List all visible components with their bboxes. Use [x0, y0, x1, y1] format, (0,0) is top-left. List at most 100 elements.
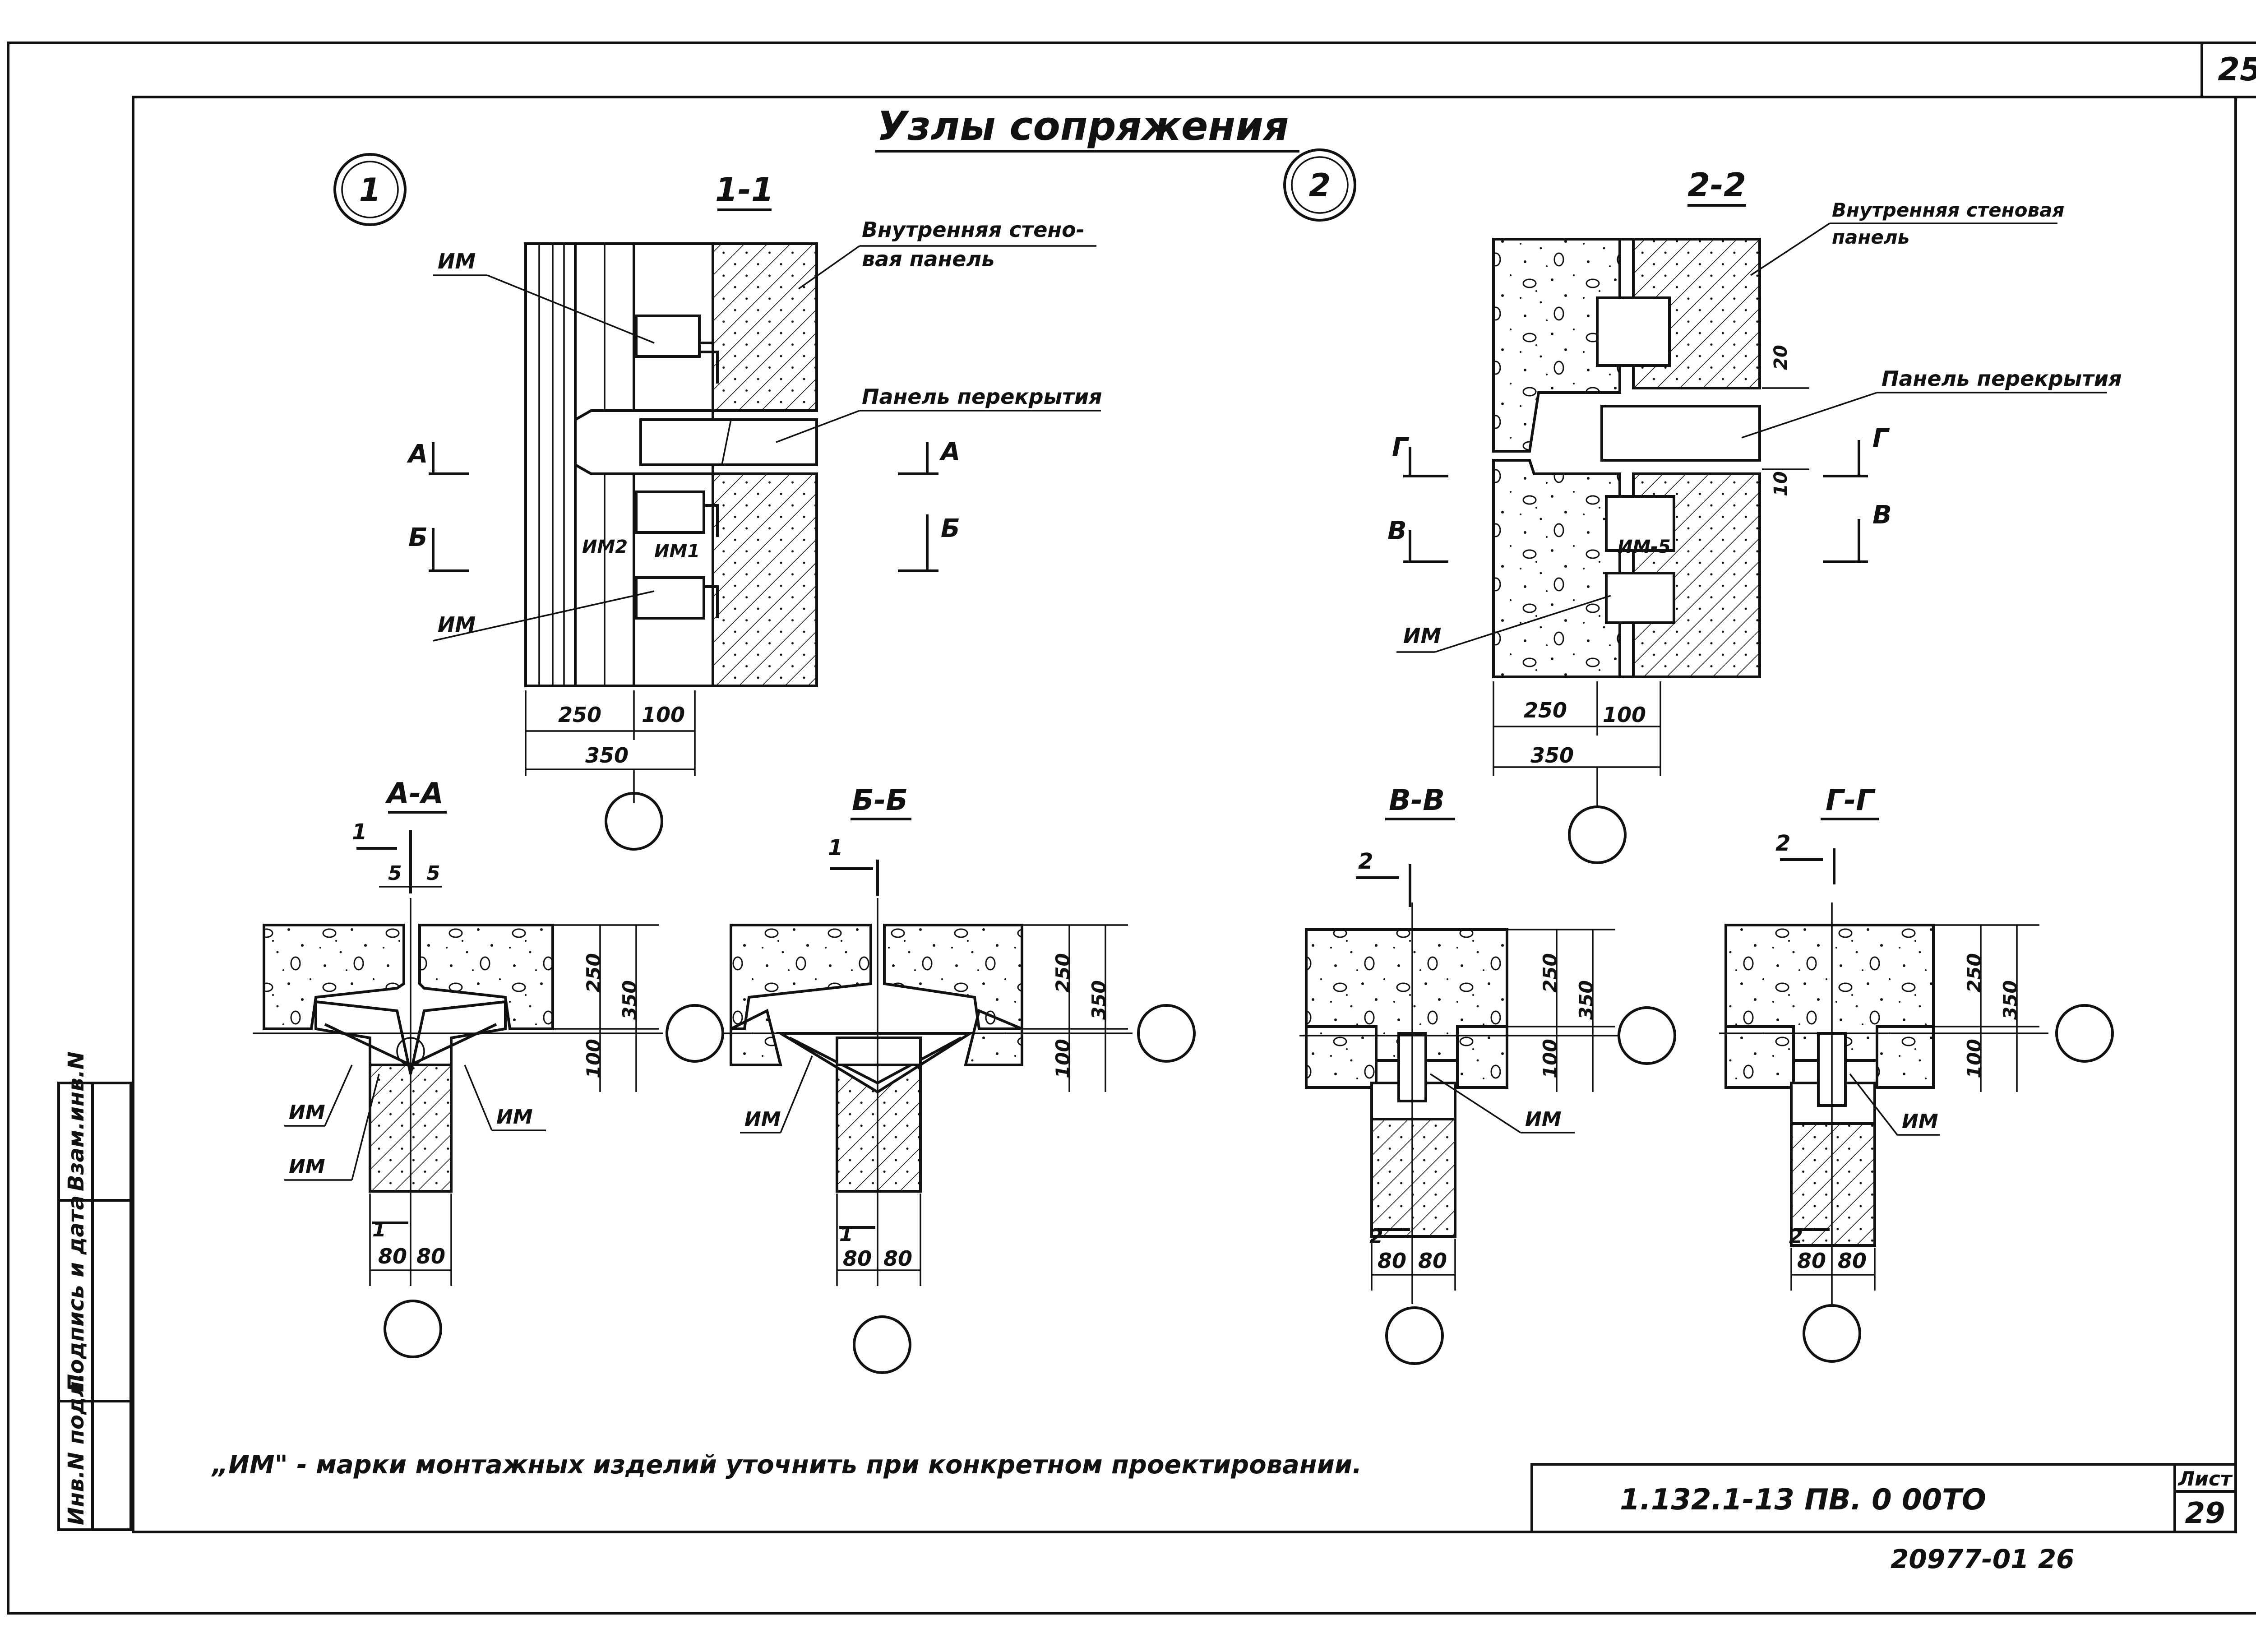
label-floor-panel-1: Панель перекрытия — [862, 384, 1102, 409]
section-a-a: А-А 1 5 5 250 350 100 ИМ ИМ ИМ 1 — [253, 777, 724, 1358]
dim-350-vv: 350 — [1575, 980, 1597, 1020]
label-km-aa: ИМ — [289, 1155, 325, 1178]
section-2-2-title: 2-2 — [1687, 166, 1746, 204]
cut-g-left: Г — [1392, 433, 1410, 462]
dim-250-1: 250 — [558, 703, 601, 727]
cut-a-right: А — [939, 437, 960, 467]
marker-circle-aa-right — [666, 1004, 724, 1063]
page-title: Узлы сопряжения — [877, 103, 1289, 149]
label-im2: ИМ2 — [582, 537, 628, 557]
dim-350-2: 350 — [1530, 743, 1574, 768]
label-im-2: ИМ — [1403, 624, 1441, 648]
marker-circle-2-2 — [1568, 805, 1627, 864]
section-1-1: 1-1 Внутренняя стено- вая панель Панель … — [407, 171, 1102, 851]
sheet-number-box-top — [2201, 42, 2256, 98]
dim-5-left: 5 — [388, 862, 402, 885]
section-g-g: Г-Г 2 250 350 100 ИМ 2 80 80 — [1719, 784, 2114, 1363]
cut-v-left: В — [1387, 516, 1407, 546]
dim-100-vv: 100 — [1539, 1039, 1561, 1078]
section-2-2: 2-2 Внутренняя стеновая панель Панель пе… — [1387, 166, 2122, 864]
cut-v-right: В — [1872, 500, 1892, 530]
label-im-aa-right: ИМ — [496, 1106, 533, 1129]
marker-circle-aa-bottom — [384, 1300, 442, 1358]
label-im-gg: ИМ — [1902, 1110, 1938, 1133]
dim-5-right: 5 — [426, 862, 440, 885]
dim-250-gg: 250 — [1963, 953, 1985, 993]
title-block: 1.132.1-13 ПВ. 0 00ТО Лист 29 — [1530, 1463, 2237, 1533]
marker-circle-vv-right — [1618, 1006, 1676, 1065]
section-v-v-title: В-В — [1389, 784, 1445, 817]
cut-b-left: Б — [408, 523, 428, 552]
label-im1: ИМ1 — [654, 541, 700, 562]
svg-text:2: 2 — [1775, 831, 1790, 856]
label-floor-panel-2: Панель перекрытия — [1882, 366, 2122, 391]
section-b-b-title: Б-Б — [852, 784, 908, 817]
marker-circle-vv-bottom — [1385, 1306, 1444, 1365]
dim-100-2: 100 — [1603, 703, 1646, 727]
label-inner-panel-2a: Внутренняя стеновая — [1832, 199, 2064, 221]
dim-250-vv: 250 — [1539, 953, 1561, 993]
section-g-g-title: Г-Г — [1826, 784, 1876, 817]
label-inner-panel-2b: панель — [1832, 226, 1909, 248]
label-im5: ИМ-5 — [1618, 537, 1671, 557]
label-inner-panel-1b: вая панель — [862, 247, 994, 271]
dim-80-vv-l: 80 — [1378, 1249, 1406, 1273]
dim-100-bb: 100 — [1052, 1039, 1074, 1078]
cut-g-right: Г — [1872, 424, 1890, 453]
dim-250-aa: 250 — [582, 953, 605, 993]
svg-text:2: 2 — [1309, 167, 1331, 204]
dim-10: 10 — [1771, 471, 1791, 496]
dim-80-bb-l: 80 — [843, 1246, 872, 1271]
cut-b-right: Б — [941, 514, 960, 543]
svg-text:2: 2 — [1358, 849, 1373, 874]
label-im-aa-left: ИМ — [289, 1101, 325, 1124]
dim-350-gg: 350 — [1999, 980, 2021, 1020]
svg-text:1: 1 — [359, 171, 381, 208]
section-a-a-title: А-А — [384, 777, 444, 810]
dim-350-bb: 350 — [1088, 980, 1110, 1020]
section-v-v: В-В 2 250 350 100 ИМ 2 80 80 — [1299, 784, 1676, 1365]
dim-350-aa: 350 — [619, 980, 641, 1020]
outer-border — [7, 42, 2256, 1615]
dim-20: 20 — [1771, 345, 1791, 370]
dim-80-aa-r: 80 — [416, 1244, 445, 1268]
label-inner-panel-1a: Внутренняя стено- — [862, 217, 1085, 242]
marker-circle-gg-right — [2055, 1004, 2114, 1063]
archive-code: 20977-01 26 — [1891, 1544, 2074, 1574]
dim-250-2: 250 — [1524, 698, 1567, 722]
marker-circle-gg-bottom — [1803, 1304, 1861, 1363]
section-b-b: Б-Б 1 250 350 100 ИМ 1 80 80 — [722, 784, 1196, 1374]
inner-frame — [132, 96, 2237, 1533]
label-im-1-top: ИМ — [438, 249, 476, 273]
dim-100-gg: 100 — [1963, 1039, 1985, 1078]
sheet-label: Лист — [2177, 1467, 2233, 1490]
sheet-number: 29 — [2185, 1497, 2225, 1530]
dim-100-aa: 100 — [582, 1039, 605, 1078]
dim-80-bb-r: 80 — [883, 1246, 912, 1271]
label-im-vv: ИМ — [1525, 1108, 1562, 1131]
cut-a-left: А — [407, 440, 428, 469]
dim-80-gg-r: 80 — [1838, 1249, 1867, 1273]
dim-80-vv-r: 80 — [1418, 1249, 1447, 1273]
marker-circle-1-1 — [605, 792, 663, 851]
left-stamp: Инв.N подл. Подпись и дата Взам.инв.N — [57, 1051, 132, 1531]
dim-80-gg-l: 80 — [1797, 1249, 1826, 1273]
stamp-inv-podl: Инв.N подл. — [64, 1373, 89, 1525]
stamp-vzam-inv: Взам.инв.N — [64, 1051, 89, 1191]
dim-350-1: 350 — [585, 743, 629, 768]
doc-code: 1.132.1-13 ПВ. 0 00ТО — [1620, 1483, 1986, 1517]
marker-circle-bb-bottom — [853, 1315, 911, 1374]
sheet-number-top: 25 — [2218, 51, 2256, 88]
node-marker-2: 2 — [1283, 148, 1356, 222]
stamp-signature-date: Подпись и дата — [64, 1195, 89, 1392]
footnote: „ИМ" - марки монтажных изделий уточнить … — [211, 1450, 1362, 1480]
svg-text:1: 1 — [352, 819, 367, 845]
marker-circle-bb-right — [1137, 1004, 1196, 1063]
section-1-1-title: 1-1 — [715, 171, 774, 208]
dim-100-1: 100 — [642, 703, 685, 727]
label-im-bb: ИМ — [744, 1108, 781, 1131]
node-marker-1: 1 — [333, 153, 407, 226]
svg-text:1: 1 — [828, 835, 843, 861]
dim-250-bb: 250 — [1052, 953, 1074, 993]
